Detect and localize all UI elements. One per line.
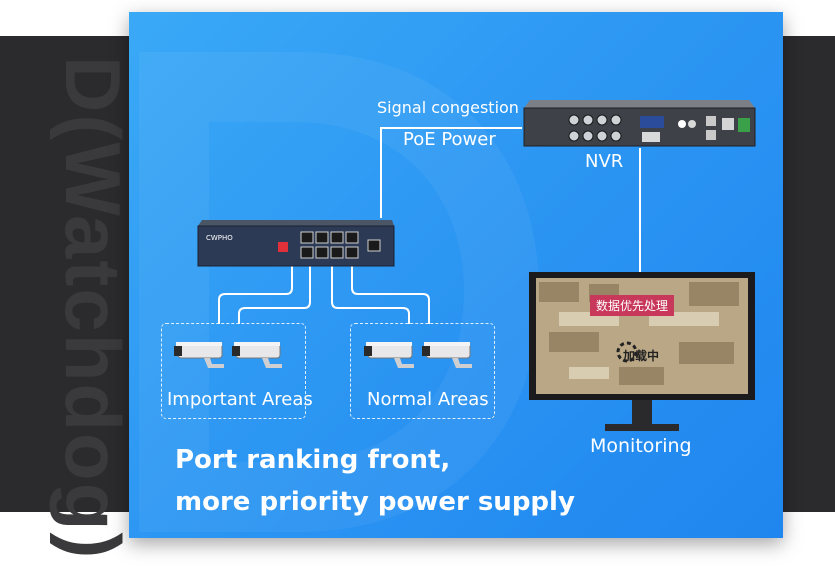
monitor-banner: 数据优先处理 bbox=[590, 295, 675, 316]
important-areas-box bbox=[161, 323, 306, 419]
monitoring-label: Monitoring bbox=[590, 435, 692, 457]
camera-icon bbox=[364, 342, 414, 368]
normal-areas-box bbox=[350, 323, 495, 419]
nvr-device-icon bbox=[523, 100, 756, 147]
poe-switch-icon: CWPHO bbox=[197, 220, 395, 267]
connection-wires bbox=[218, 127, 641, 324]
nvr-label: NVR bbox=[585, 151, 624, 172]
camera-icon bbox=[174, 342, 224, 368]
camera-icon bbox=[422, 342, 472, 368]
important-areas-label: Important Areas bbox=[167, 389, 313, 410]
headline-line-1: Port ranking front, bbox=[175, 445, 451, 475]
large-d-watermark bbox=[139, 52, 539, 532]
switch-brand: CWPHO bbox=[206, 234, 233, 242]
monitor-loading-text: 加载中 bbox=[623, 349, 660, 363]
diagram-card: CWPHO 数据优先处理 加载中 bbox=[129, 12, 783, 538]
signal-congestion-label: Signal congestion bbox=[377, 98, 519, 117]
camera-icon bbox=[232, 342, 282, 368]
headline-line-2: more priority power supply bbox=[175, 487, 575, 517]
poe-power-label: PoE Power bbox=[403, 129, 496, 150]
normal-areas-label: Normal Areas bbox=[367, 389, 489, 410]
watermark-vertical-text: D(Watchdog) bbox=[49, 56, 137, 561]
